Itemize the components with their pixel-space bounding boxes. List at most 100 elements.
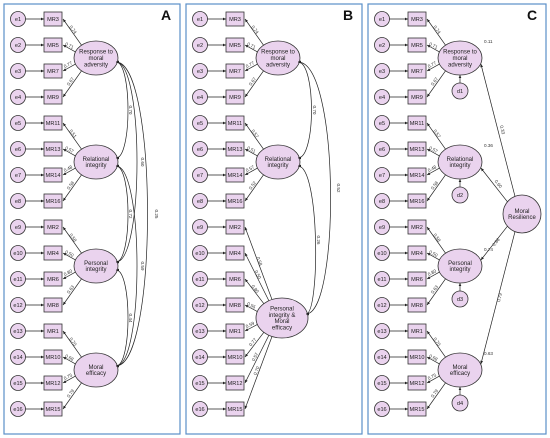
- indicator-box: [43, 245, 63, 261]
- indicator-box: [407, 193, 427, 209]
- loading-value: 0.59: [245, 320, 256, 329]
- loading-arrow: [62, 174, 82, 202]
- loading-arrow: [244, 70, 264, 98]
- panel-title: B: [343, 7, 353, 23]
- indicator-box: [225, 63, 245, 79]
- structural-arrow: [480, 167, 508, 203]
- covariance-arc: [115, 164, 138, 368]
- error-label: e16: [195, 407, 204, 413]
- covariance-arc: [115, 60, 138, 264]
- indicator-box: [43, 37, 63, 53]
- indicator-label: MR16: [410, 199, 425, 205]
- indicator-label: MR6: [229, 277, 241, 283]
- loading-value: 0.50: [253, 270, 262, 281]
- indicator-box: [225, 11, 245, 27]
- loading-value: 0.71: [246, 41, 257, 50]
- indicator-box: [225, 297, 245, 313]
- indicator-box: [43, 11, 63, 27]
- loading-arrow: [244, 167, 258, 176]
- loading-arrow: [62, 375, 76, 384]
- error-label: e7: [379, 173, 385, 179]
- indicator-label: MR14: [228, 173, 243, 179]
- loading-value: 0.67: [66, 76, 76, 87]
- loading-value: 0.70: [253, 365, 261, 376]
- indicator-box: [225, 167, 245, 183]
- error-label: e10: [377, 251, 386, 257]
- disturbance-label: d3: [457, 297, 463, 303]
- loading-arrow: [244, 324, 258, 332]
- indicator-box: [407, 167, 427, 183]
- error-label: e5: [379, 121, 385, 127]
- covariance-value: 0.70: [312, 106, 317, 115]
- loading-value: 0.79: [66, 388, 76, 399]
- indicator-box: [225, 271, 245, 287]
- loading-value: 0.80: [250, 284, 260, 294]
- error-label: e4: [15, 95, 21, 101]
- panel-frame: [185, 3, 363, 435]
- loading-arrow: [426, 382, 446, 410]
- indicator-box: [225, 89, 245, 105]
- indicator-label: MR8: [229, 303, 241, 309]
- indicator-box: [43, 115, 63, 131]
- loading-arrow: [244, 44, 258, 53]
- r-squared-value: 0.11: [484, 39, 493, 44]
- error-label: e7: [197, 173, 203, 179]
- indicator-label: MR13: [228, 147, 243, 153]
- error-label: e14: [13, 355, 22, 361]
- error-label: e9: [379, 225, 385, 231]
- indicator-label: MR14: [410, 173, 425, 179]
- indicator-box: [407, 89, 427, 105]
- indicator-box: [407, 401, 427, 417]
- error-label: e10: [195, 251, 204, 257]
- indicator-box: [43, 193, 63, 209]
- error-label: e6: [379, 147, 385, 153]
- indicator-label: MR13: [410, 147, 425, 153]
- covariance-value: 0.70: [128, 106, 133, 115]
- loading-value: 0.58: [255, 256, 263, 267]
- error-label: e11: [378, 277, 387, 283]
- indicator-label: MR6: [411, 277, 423, 283]
- error-label: e11: [196, 277, 205, 283]
- indicator-box: [43, 219, 63, 235]
- indicator-box: [407, 297, 427, 313]
- structural-arrow: [480, 63, 516, 197]
- structural-value: 0.86: [491, 237, 501, 247]
- indicator-box: [225, 245, 245, 261]
- indicator-label: MR3: [411, 17, 423, 23]
- indicator-label: MR5: [47, 43, 59, 49]
- loading-value: 0.79: [430, 388, 440, 399]
- loading-value: 0.58: [66, 180, 76, 191]
- indicator-box: [225, 193, 245, 209]
- error-label: e14: [377, 355, 386, 361]
- loading-arrow: [244, 252, 270, 301]
- structural-value: 0.60: [494, 179, 504, 189]
- covariance-value: 0.44: [128, 314, 133, 323]
- indicator-label: MR7: [229, 69, 241, 75]
- indicator-box: [225, 219, 245, 235]
- loading-value: 0.50: [428, 249, 439, 258]
- indicator-box: [407, 63, 427, 79]
- error-label: e2: [379, 43, 385, 49]
- structural-arrow: [480, 225, 508, 261]
- indicator-box: [225, 115, 245, 131]
- latent-factor: [255, 297, 309, 339]
- error-label: e4: [197, 95, 203, 101]
- loading-arrow: [426, 252, 440, 261]
- indicator-box: [43, 141, 63, 157]
- loading-arrow: [244, 63, 258, 72]
- error-label: e3: [197, 69, 203, 75]
- error-label: e5: [197, 121, 203, 127]
- indicator-label: MR9: [229, 95, 241, 101]
- loading-arrow: [244, 278, 265, 304]
- indicator-box: [407, 141, 427, 157]
- loading-value: 0.74: [432, 25, 442, 36]
- loading-value: 0.63: [66, 284, 76, 295]
- loading-arrow: [62, 330, 82, 358]
- error-label: e12: [377, 303, 386, 309]
- indicator-box: [43, 375, 63, 391]
